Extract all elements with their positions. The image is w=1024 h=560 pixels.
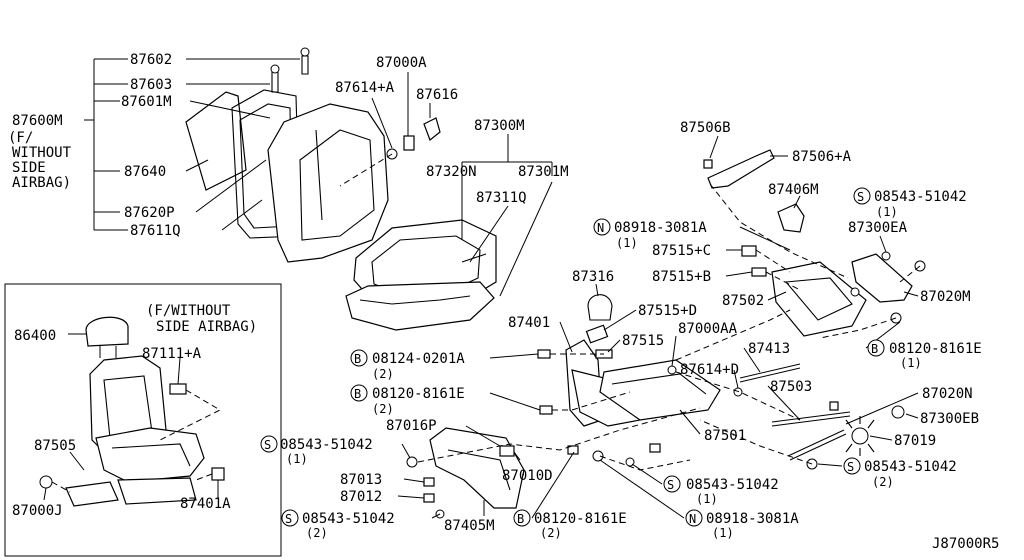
label-87000a: 87000A [376,55,427,71]
label-87300ea: 87300EA [848,220,908,236]
inset-note: SIDE AIRBAG) [156,319,257,335]
label-qty-08120-bottom: (2) [540,526,562,540]
label-87300m: 87300M [474,118,525,134]
label-87019: 87019 [894,433,936,449]
label-87501: 87501 [704,428,746,444]
label-87000j: 87000J [12,503,63,519]
label-87600m-note: WITHOUT [12,145,72,161]
label-87405m: 87405M [444,518,495,534]
label-87020m: 87020M [920,289,971,305]
label-87616: 87616 [416,87,458,103]
label-08543-51042-center: 08543-51042 [686,477,779,493]
label-87600m: 87600M [12,113,63,129]
label-87401a: 87401A [180,496,231,512]
prefix-b-icon: B [871,342,878,356]
label-87013: 87013 [340,472,382,488]
label-87401: 87401 [508,315,550,331]
label-87640: 87640 [124,164,166,180]
label-qty-08124: (2) [372,367,394,381]
diagram-code: J87000R5 [932,536,999,552]
label-87614-d: 87614+D [680,362,739,378]
label-87601m: 87601M [121,94,172,110]
label-87611q: 87611Q [130,223,181,239]
label-87111-a: 87111+A [142,346,202,362]
label-87316: 87316 [572,269,614,285]
part-labels: 87602 87603 87601M 87600M (F/ WITHOUT SI… [8,52,999,552]
label-87010d: 87010D [502,468,553,484]
label-87602: 87602 [130,52,172,68]
label-87506-a: 87506+A [792,149,852,165]
label-87000aa: 87000AA [678,321,738,337]
label-87406m: 87406M [768,182,819,198]
leader-lines [84,58,919,519]
label-87311q: 87311Q [476,190,527,206]
label-87620p: 87620P [124,205,175,221]
label-87413: 87413 [748,341,790,357]
prefix-b-icon: B [354,352,361,366]
label-08120-8161e-mid: 08120-8161E [372,386,465,402]
label-87301m: 87301M [518,164,569,180]
label-qty-08543-center: (1) [696,492,718,506]
prefix-n-icon: N [689,512,696,526]
prefix-s-icon: S [264,438,271,452]
label-87515-d: 87515+D [638,303,697,319]
label-08124-0201a: 08124-0201A [372,351,465,367]
label-08918-3081a-top: 08918-3081A [614,220,707,236]
label-87505: 87505 [34,438,76,454]
label-qty-08918-bottom: (1) [712,526,734,540]
label-qty-08120-mid: (2) [372,402,394,416]
label-08120-8161e-bottom: 08120-8161E [534,511,627,527]
label-87603: 87603 [130,77,172,93]
label-87515: 87515 [622,333,664,349]
label-08543-51042-right: 08543-51042 [864,459,957,475]
label-08543-51042-top: 08543-51042 [874,189,967,205]
prefix-s-icon: S [857,190,864,204]
seat-cushion-assembly [345,219,497,331]
prefix-s-icon: S [847,460,854,474]
seat-back-assembly [185,47,441,263]
label-87016p: 87016P [386,418,437,434]
label-87600m-note: (F/ [8,130,33,146]
label-87506b: 87506B [680,120,731,136]
seat-rail-assembly [406,149,926,519]
prefix-s-icon: S [667,478,674,492]
label-qty-top: (1) [876,205,898,219]
label-08120-8161e-right: 08120-8161E [889,341,982,357]
label-08543-51042-left: 08543-51042 [280,437,373,453]
label-87300eb: 87300EB [920,411,979,427]
label-qty-08918-top: (1) [616,236,638,250]
label-08918-3081a-bottom: 08918-3081A [706,511,799,527]
label-08543-51042-bottom: 08543-51042 [302,511,395,527]
prefix-symbols: S N B B B S S S S B N [260,187,885,527]
inset-panel [4,283,282,557]
label-qty-08543-right: (2) [872,475,894,489]
label-qty-08120-right: (1) [900,356,922,370]
label-87320n: 87320N [426,164,477,180]
label-87020n: 87020N [922,386,973,402]
label-87600m-note: SIDE [12,160,46,176]
inset-note: (F/WITHOUT [146,303,231,319]
label-86400: 86400 [14,328,56,344]
label-87515-b: 87515+B [652,269,711,285]
prefix-b-icon: B [354,387,361,401]
prefix-s-icon: S [285,512,292,526]
label-87515-c: 87515+C [652,243,711,259]
label-87012: 87012 [340,489,382,505]
label-87614-a: 87614+A [335,80,395,96]
label-87502: 87502 [722,293,764,309]
label-qty-08543-left: (1) [286,452,308,466]
prefix-n-icon: N [597,221,604,235]
prefix-b-icon: B [517,512,524,526]
label-87503: 87503 [770,379,812,395]
label-87600m-note: AIRBAG) [12,175,71,191]
label-qty-08543-bottom: (2) [306,526,328,540]
